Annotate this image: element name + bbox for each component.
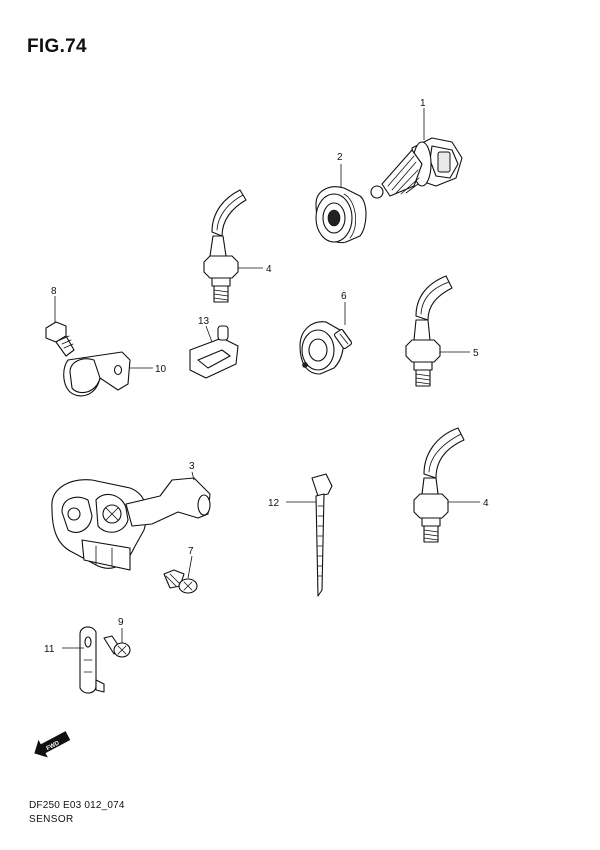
callout-12: 12 bbox=[268, 498, 280, 509]
callout-1: 1 bbox=[420, 98, 426, 109]
part-9-screw bbox=[103, 635, 131, 658]
leader-line-13 bbox=[205, 325, 213, 343]
part-4-lower-sensor bbox=[413, 427, 465, 543]
diagram-name: SENSOR bbox=[29, 814, 74, 825]
part-4-upper-sensor bbox=[203, 189, 247, 303]
part-12-cable-tie bbox=[311, 473, 333, 597]
part-1-sensor-connector bbox=[370, 137, 463, 199]
diagram-code: DF250 E03 012_074 bbox=[29, 800, 125, 811]
fwd-arrow-icon: FWD bbox=[34, 731, 71, 758]
callout-5: 5 bbox=[473, 348, 479, 359]
callout-8: 8 bbox=[51, 286, 57, 297]
part-13-holder bbox=[189, 325, 239, 379]
part-7-screw bbox=[163, 569, 198, 594]
callout-7: 7 bbox=[188, 546, 194, 557]
part-11-clip bbox=[79, 626, 105, 694]
callout-3: 3 bbox=[189, 461, 195, 472]
leader-line-3 bbox=[191, 471, 195, 481]
part-8-bolt bbox=[45, 321, 75, 357]
figure-title: FIG.74 bbox=[27, 36, 87, 57]
part-10-clamp bbox=[63, 351, 131, 397]
leader-line-7 bbox=[187, 555, 193, 579]
callout-6: 6 bbox=[341, 291, 347, 302]
callout-10: 10 bbox=[155, 364, 167, 375]
callout-13: 13 bbox=[198, 316, 210, 327]
callout-4-lower: 4 bbox=[483, 498, 489, 509]
callout-2: 2 bbox=[337, 152, 343, 163]
callout-9: 9 bbox=[118, 617, 124, 628]
part-5-sensor bbox=[405, 275, 453, 387]
part-3-sensor-assembly bbox=[51, 477, 211, 571]
callout-11: 11 bbox=[44, 644, 55, 655]
part-6-pressure-sensor bbox=[299, 321, 353, 375]
callout-4-upper: 4 bbox=[266, 264, 272, 275]
part-2-grommet bbox=[315, 186, 367, 244]
